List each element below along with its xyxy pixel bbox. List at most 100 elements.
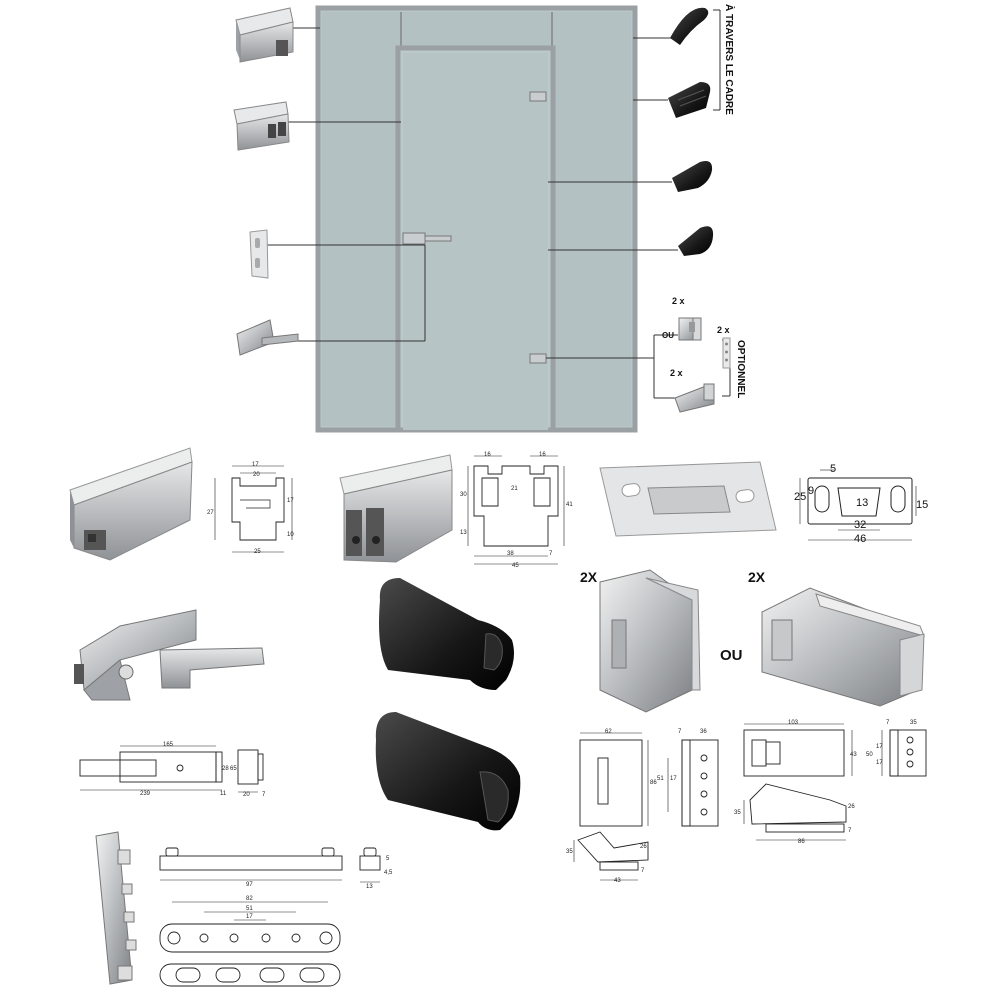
- dim-h2-side-w: 35: [910, 720, 917, 726]
- dim-h2-closed-small: 7: [848, 828, 852, 834]
- dim-h2-w: 103: [788, 720, 799, 726]
- dim-p2-bottom1: 38: [507, 551, 514, 557]
- strike-plate-photo: [599, 461, 777, 537]
- dim-strip-total: 97: [246, 882, 253, 888]
- or-label-big: OU: [720, 647, 743, 664]
- hinge-thumb-1: [678, 317, 702, 341]
- hinge-2-drawing: [743, 723, 927, 841]
- profile-2-drawing: [467, 455, 565, 565]
- dim-h1-closed-r: 26: [640, 844, 647, 850]
- dim-p1-height: 27: [207, 510, 214, 516]
- seal-thumb-2: [668, 82, 711, 118]
- dim-h1-h: 86: [650, 780, 657, 786]
- dim-h1-closed-small: 7: [641, 868, 645, 874]
- dim-strip-side-w: 13: [366, 884, 373, 890]
- dim-plate-center: 13: [856, 497, 868, 509]
- dim-h1-side-small: 7: [678, 729, 682, 735]
- strike-plate-drawing: [799, 469, 917, 541]
- dim-strip-w82: 82: [246, 896, 253, 902]
- dim-p2-h3: 13: [460, 530, 467, 536]
- dim-lock-h1: 28: [222, 766, 229, 772]
- profile-1-drawing: [214, 465, 293, 553]
- dim-h1-hole-gap: 17: [670, 776, 677, 782]
- strike-plate-thumb: [249, 229, 269, 279]
- lock-thumb: [236, 319, 299, 356]
- lock-drawing: [79, 745, 264, 793]
- dim-lock-depth: 20: [243, 792, 250, 798]
- dim-plate-slot-h: 9: [808, 485, 814, 497]
- optional-label: OPTIONNEL: [735, 340, 746, 398]
- qty-label-big-2: 2X: [748, 569, 766, 585]
- seal-thumb-4: [678, 226, 714, 256]
- dim-lock-top: 165: [163, 742, 174, 748]
- seal-photo-2: [375, 712, 521, 831]
- dim-lock-total: 239: [140, 791, 151, 797]
- dim-p2-h1: 30: [460, 492, 467, 498]
- dim-plate-left-h: 25: [794, 491, 806, 503]
- hinge-photo-1: [599, 569, 701, 713]
- callout-lines: [266, 9, 731, 399]
- dim-h1-w: 62: [605, 729, 612, 735]
- seal-thumb-3: [672, 161, 713, 192]
- hinge-strip-thumb: [722, 337, 731, 369]
- dim-strip-side-h: 5: [386, 856, 390, 862]
- hinge-top: [529, 91, 547, 102]
- dim-p1-inner: 20: [253, 472, 260, 478]
- lock-photo: [74, 609, 265, 701]
- hinge-1-drawing: [573, 732, 719, 881]
- dim-p1-top: 17: [252, 462, 259, 468]
- hinge-photo-2: [761, 587, 925, 707]
- dim-p2-left-top: 16: [484, 452, 491, 458]
- dim-plate-inner-w: 32: [854, 519, 866, 531]
- dim-plate-slot-w: 5: [830, 463, 836, 475]
- or-label-small: OU: [662, 331, 674, 340]
- door-handle: [424, 235, 452, 242]
- hinge-thumb-2: [674, 383, 715, 413]
- dim-h2-h: 43: [850, 752, 857, 758]
- dim-strip-w51: 51: [246, 906, 253, 912]
- dim-h1-closed-h: 35: [566, 849, 573, 855]
- seal-thumb-1: [670, 7, 709, 45]
- dim-p2-bottom-small: 7: [549, 551, 553, 557]
- dim-p1-side-top: 17: [287, 498, 294, 504]
- dim-h1-side-w: 36: [700, 729, 707, 735]
- dim-strip-side-h2: 4,5: [384, 870, 393, 876]
- dim-lock-edge: 7: [262, 792, 266, 798]
- dim-p2-inner: 21: [511, 486, 518, 492]
- dim-h2-closed-w: 86: [798, 839, 805, 845]
- dim-p1-side-bottom: 10: [287, 532, 294, 538]
- profile-1-photo: [69, 447, 193, 561]
- dim-p2-right-top: 16: [539, 452, 546, 458]
- dim-plate-right-h: 15: [916, 499, 928, 511]
- qty-label-big-1: 2X: [580, 569, 598, 585]
- dim-h2-closed-h: 35: [734, 810, 741, 816]
- dim-strip-w17: 17: [246, 914, 253, 920]
- dim-plate-total-w: 46: [854, 533, 866, 545]
- dim-h2-h50: 50: [866, 752, 873, 758]
- profile-2-photo: [339, 454, 453, 563]
- dim-h2-gap2: 17: [876, 760, 883, 766]
- qty-label-right: 2 x: [717, 325, 730, 335]
- dim-h1-closed-w: 43: [614, 878, 621, 884]
- hinge-strip-drawing: [159, 847, 381, 987]
- hinge-bottom: [529, 353, 547, 364]
- hinge-strip-photo: [95, 831, 137, 985]
- dim-p1-bottom: 25: [254, 549, 261, 555]
- dim-h1-holes-h: 51: [657, 776, 664, 782]
- dim-h2-side-small: 7: [886, 720, 890, 726]
- door-elevation: [315, 5, 638, 433]
- dim-lock-h2: 65: [230, 766, 237, 772]
- seal-photo-1: [379, 578, 514, 690]
- profile-thumb-2: [233, 101, 290, 151]
- dim-lock-offset: 11: [220, 791, 227, 797]
- dim-p2-bottom-total: 45: [512, 563, 519, 569]
- profile-thumb-1: [235, 7, 294, 63]
- frame-note-label: À TRAVERS LE CADRE: [723, 4, 736, 115]
- lock-case: [402, 232, 426, 245]
- dim-p2-h2: 41: [566, 502, 573, 508]
- qty-label-bottom: 2 x: [670, 368, 683, 378]
- dim-h2-closed-r: 26: [848, 804, 855, 810]
- dim-h2-gap1: 17: [876, 744, 883, 750]
- qty-label-top: 2 x: [672, 296, 685, 306]
